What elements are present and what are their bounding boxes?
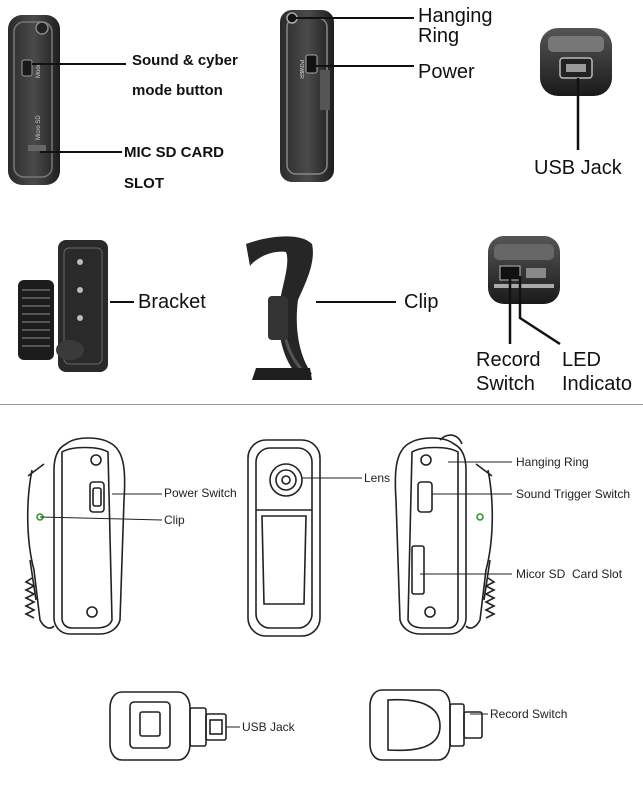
label-usb-jack-bottom: USB Jack [242,720,295,734]
label-led-1: LED [562,349,601,371]
label-sound-cyber-1: Sound & cyber [132,52,238,69]
label-clip-bottom: Clip [164,513,185,527]
clip-photo [246,236,313,380]
label-sound-cyber-2: mode button [132,82,223,99]
device-micro-sd-text: Micro SD [36,115,42,140]
device-power-text: POWER [298,60,304,79]
label-power-switch: Power Switch [164,486,237,500]
label-clip-top: Clip [404,291,439,313]
label-micor-sd-card-slot: Micor SD Card Slot [516,567,623,581]
label-record-switch-bottom: Record Switch [490,707,568,721]
drawing-right-side [394,434,496,635]
label-lens: Lens [364,471,391,485]
camera-photo-side-power: POWER [280,10,334,182]
leader-led [518,276,561,346]
label-hanging-ring-2: Ring [418,25,460,47]
section-divider [0,404,643,405]
drawing-record-end [369,689,483,761]
label-record-1: Record [476,349,541,371]
label-bracket: Bracket [138,291,206,313]
leader-clip-bottom [39,516,163,521]
label-mic-sd-2: SLOT [124,175,164,192]
record-switch-photo [488,236,560,304]
label-record-2: Switch [476,373,535,395]
label-power: Power [418,61,475,83]
bracket-photo [18,240,108,372]
label-usb-jack-top: USB Jack [534,157,622,179]
device-mode-text: Mode [36,62,42,78]
drawing-usb-end [109,691,227,761]
label-hanging-ring-bottom: Hanging Ring [516,455,589,469]
label-hanging-ring-1: Hanging [418,5,493,27]
label-sound-trigger-switch: Sound Trigger Switch [516,487,631,501]
drawing-front [247,439,321,637]
label-mic-sd-1: MIC SD CARD [124,144,224,161]
camera-photo-side-mode: Mode Micro SD [8,15,60,185]
label-led-2: Indicato [562,373,633,395]
usb-jack-photo [540,28,612,96]
drawing-left-side [24,437,126,635]
